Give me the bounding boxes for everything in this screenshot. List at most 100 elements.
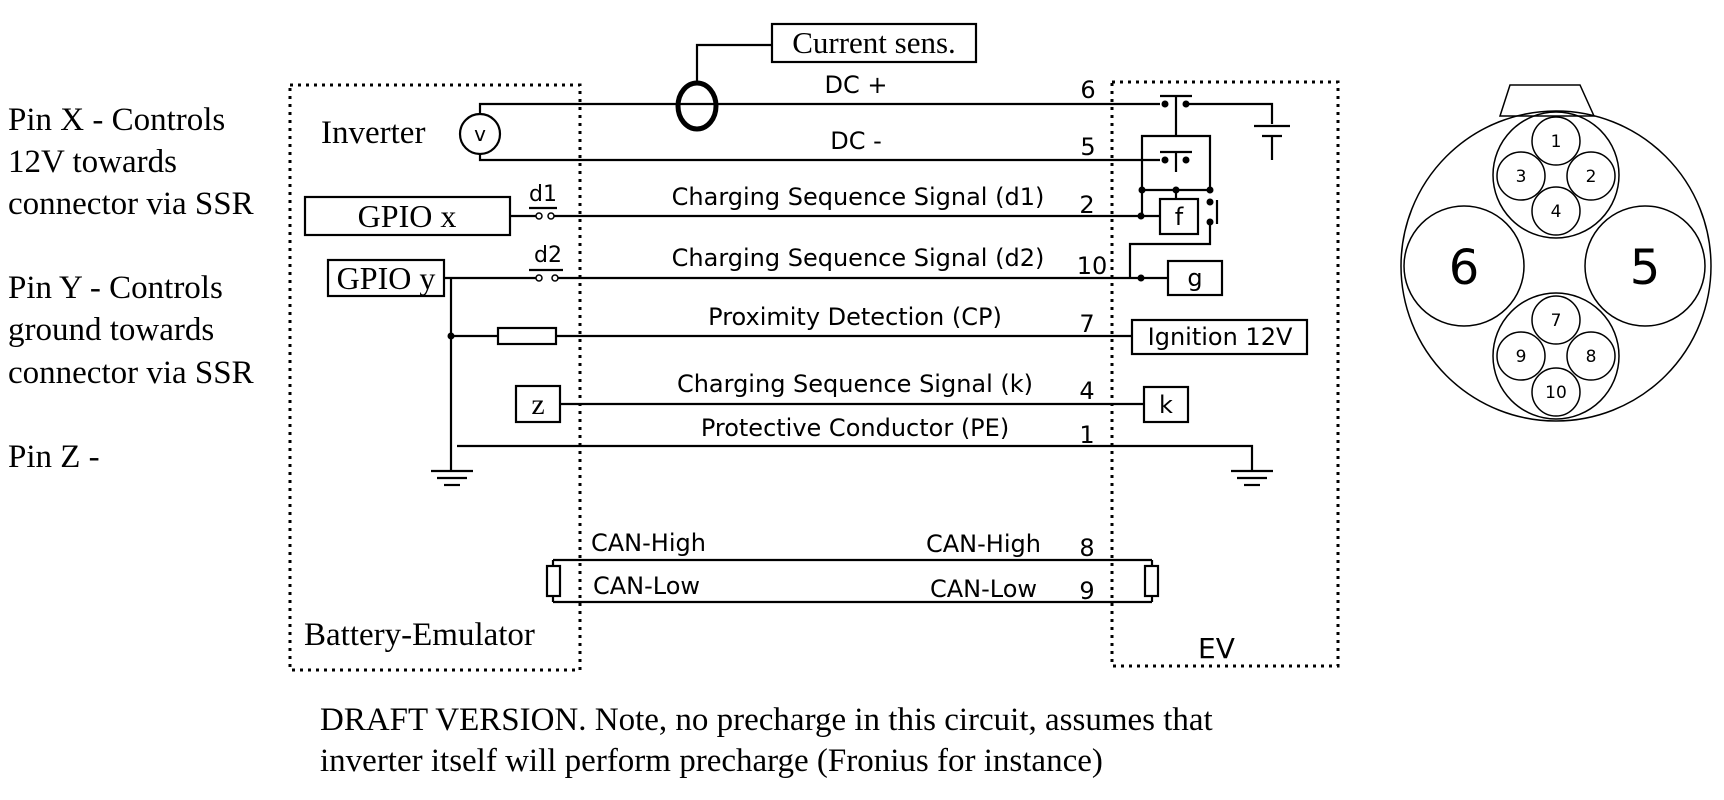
- pin-y-note-line-1: Pin Y - Controls: [8, 270, 223, 306]
- can-terminator-left: [545, 564, 562, 598]
- current-sensor: Current sens.: [675, 22, 978, 132]
- connector-pin-6-circle: [1403, 205, 1525, 327]
- can-terminator-right: [1143, 564, 1160, 598]
- connector-pin-9-circle: [1496, 331, 1546, 381]
- pe-wire: [457, 444, 1254, 470]
- connector-pin-4-circle: [1531, 186, 1581, 236]
- connector-pin-10-circle: [1531, 367, 1581, 417]
- connector-pin-3-label: 3: [1516, 167, 1527, 187]
- emulator-ground-icon: [431, 469, 473, 487]
- contactor-linkage: [1140, 134, 1212, 190]
- connector-pin-10-label: 10: [1545, 383, 1567, 403]
- cp-pin-number: 7: [1079, 310, 1094, 338]
- ev-label: EV: [1198, 632, 1235, 665]
- connector-pin-2-circle: [1566, 151, 1616, 201]
- gpio-x-label: GPIO x: [358, 198, 457, 234]
- footer-note-line-2: inverter itself will perform precharge (…: [320, 743, 1103, 779]
- pe-pin-number: 1: [1079, 421, 1094, 449]
- g-relay-box: [1166, 259, 1224, 297]
- contactor-minus-contact-left: [1161, 156, 1169, 164]
- gpio-x-box: [303, 195, 512, 237]
- side-notes: Pin X - Controls 12V towards connector v…: [8, 102, 254, 475]
- dc-plus-label: DC +: [825, 71, 888, 99]
- connector-pin-8-circle: [1566, 331, 1616, 381]
- contactor-minus-contact-right: [1182, 156, 1190, 164]
- connector-pin-6-label: 6: [1449, 240, 1480, 296]
- d2-pin-number: 10: [1077, 252, 1108, 280]
- k-box-label: k: [1159, 391, 1173, 419]
- dc-minus-label: DC -: [830, 127, 882, 155]
- connector-pin-3-circle: [1496, 151, 1546, 201]
- voltage-source-symbol: v: [474, 122, 486, 146]
- pin-y-note-line-3: connector via SSR: [8, 355, 254, 391]
- f-switch-contact-bottom: [1206, 218, 1214, 226]
- f-switch-contact-top: [1206, 198, 1214, 206]
- d2-switch-label: d2: [534, 243, 562, 268]
- current-sensor-coil: [675, 80, 719, 132]
- connector-pin-7-circle: [1531, 295, 1581, 345]
- ignition-box: [1130, 318, 1309, 356]
- pin-y-note-line-2: ground towards: [8, 312, 214, 348]
- dc-plus-wire: [478, 102, 1160, 114]
- d1-contact-right: [547, 212, 555, 220]
- contactor-plus-contact-left: [1161, 100, 1169, 108]
- f-relay-box: [1158, 197, 1200, 236]
- connector-latch: [1498, 84, 1596, 117]
- can-low-pin-number: 9: [1079, 577, 1094, 605]
- battery-emulator-region: [288, 83, 582, 672]
- current-sensor-lead: [695, 43, 772, 83]
- d1-signal-label: Charging Sequence Signal (d1): [672, 183, 1045, 211]
- can-low-right-label: CAN-Low: [930, 575, 1037, 603]
- connector-pin-7-label: 7: [1551, 311, 1562, 331]
- d1-pin-number: 2: [1079, 191, 1094, 219]
- current-sensor-label: Current sens.: [792, 25, 956, 60]
- connector-top-cluster: [1492, 111, 1620, 239]
- pin-x-note-line-3: connector via SSR: [8, 186, 254, 222]
- battery-emulator-label: Battery-Emulator: [304, 617, 535, 653]
- k-box: [1142, 385, 1190, 424]
- cp-label: Proximity Detection (CP): [708, 303, 1002, 331]
- d2-contact-left: [535, 274, 543, 282]
- ignition-label: Ignition 12V: [1148, 323, 1293, 351]
- d2-contact-right: [551, 274, 559, 282]
- d1-switch-label: d1: [529, 182, 557, 207]
- k-pin-number: 4: [1079, 377, 1094, 405]
- connector-pin-5-label: 5: [1630, 240, 1661, 296]
- gpio-y-label: GPIO y: [337, 260, 436, 296]
- ev-region: [1110, 80, 1340, 668]
- can-high-left-label: CAN-High: [591, 529, 706, 557]
- can-low-left-label: CAN-Low: [593, 572, 700, 600]
- connector-face: 6 5 1 3 2 4 7 9 8 10: [1400, 84, 1712, 422]
- current-sensor-box: [770, 22, 978, 64]
- connector-pin-4-label: 4: [1551, 202, 1562, 222]
- ev-contactors: [1128, 94, 1290, 278]
- f-to-d2-wire: [1128, 225, 1212, 278]
- d2-signal-label: Charging Sequence Signal (d2): [672, 244, 1045, 272]
- dc-minus-wire: [478, 154, 1160, 162]
- pin-z-note-line-1: Pin Z -: [8, 439, 100, 475]
- k-signal-label: Charging Sequence Signal (k): [677, 370, 1033, 398]
- connector-outline: [1400, 110, 1712, 422]
- pin-x-note-line-1: Pin X - Controls: [8, 102, 225, 138]
- d2-junction: [1137, 274, 1145, 282]
- can-high-right-label: CAN-High: [926, 530, 1041, 558]
- dc-plus-pin-number: 6: [1080, 76, 1095, 104]
- connector-pin-5-circle: [1584, 205, 1706, 327]
- z-label: z: [531, 388, 544, 421]
- pin-x-note-line-2: 12V towards: [8, 144, 177, 180]
- dc-minus-pin-number: 5: [1080, 133, 1095, 161]
- pe-label: Protective Conductor (PE): [701, 414, 1009, 442]
- inverter-label: Inverter: [321, 115, 425, 151]
- cp-resistor: [496, 326, 558, 346]
- connector-pin-9-label: 9: [1516, 347, 1527, 367]
- battery-plus-wire: [1186, 102, 1274, 124]
- connector-pin-1-circle: [1531, 116, 1581, 166]
- can-high-pin-number: 8: [1079, 534, 1094, 562]
- connector-pin-2-label: 2: [1586, 167, 1597, 187]
- connector-bottom-cluster: [1492, 292, 1620, 420]
- connector-pin-8-label: 8: [1586, 347, 1597, 367]
- d1-contact-left: [535, 212, 543, 220]
- connector-pin-1-label: 1: [1551, 132, 1562, 152]
- inverter: Inverter v: [321, 112, 502, 156]
